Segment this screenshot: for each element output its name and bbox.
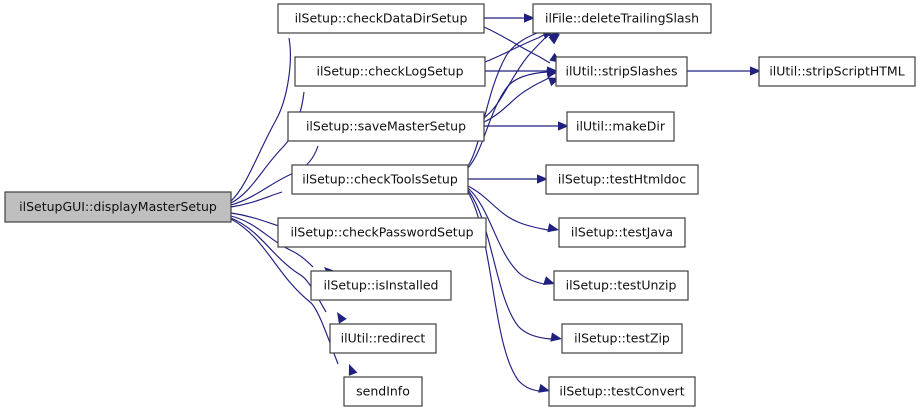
edge-root-to-checkToolsSetup <box>230 191 283 208</box>
node-box-checkDataDirSetup[interactable] <box>277 3 485 34</box>
arrowhead <box>537 174 548 184</box>
node-label-sendInfo: sendInfo <box>356 384 410 399</box>
arrowhead <box>558 121 569 131</box>
node-box-root[interactable] <box>4 191 232 223</box>
node-label-isInstalled: ilSetup::isInstalled <box>324 278 439 293</box>
node-box-testUnzip[interactable] <box>553 270 689 301</box>
node-label-saveMasterSetup: ilSetup::saveMasterSetup <box>306 119 466 134</box>
nodes-layer: ilSetupGUI::displayMasterSetupilSetup::c… <box>4 3 916 407</box>
arrowhead <box>547 223 559 233</box>
node-testHtmldoc[interactable]: ilSetup::testHtmldoc <box>545 164 699 195</box>
node-label-checkToolsSetup: ilSetup::checkToolsSetup <box>302 172 458 187</box>
node-checkPasswordSetup[interactable]: ilSetup::checkPasswordSetup <box>277 217 487 248</box>
node-deleteTrailingSlash[interactable]: ilFile::deleteTrailingSlash <box>532 3 712 34</box>
node-box-isInstalled[interactable] <box>310 270 452 301</box>
node-isInstalled[interactable]: ilSetup::isInstalled <box>310 270 452 301</box>
node-label-makeDir: ilUtil::makeDir <box>576 119 666 134</box>
edge-root-to-isInstalled <box>230 215 314 268</box>
node-testZip[interactable]: ilSetup::testZip <box>561 323 683 354</box>
edge-root-to-checkLogSetup <box>230 91 305 204</box>
node-box-stripScriptHTML[interactable] <box>758 56 916 87</box>
edge-saveMasterSetup-to-deleteTrailingSlash <box>483 33 550 119</box>
node-checkDataDirSetup[interactable]: ilSetup::checkDataDirSetup <box>277 3 485 34</box>
edge-checkToolsSetup-to-deleteTrailingSlash <box>467 30 544 167</box>
arrowhead <box>750 66 761 76</box>
node-label-redirect: ilUtil::redirect <box>341 331 426 346</box>
node-makeDir[interactable]: ilUtil::makeDir <box>566 111 675 142</box>
node-root[interactable]: ilSetupGUI::displayMasterSetup <box>4 191 232 223</box>
node-box-sendInfo[interactable] <box>343 376 423 407</box>
edge-checkLogSetup-to-deleteTrailingSlash <box>484 31 550 63</box>
node-box-redirect[interactable] <box>329 323 437 354</box>
edge-checkToolsSetup-to-testZip <box>467 189 552 340</box>
arrowhead <box>550 332 562 342</box>
node-box-testJava[interactable] <box>558 217 686 248</box>
node-stripSlashes[interactable]: ilUtil::stripSlashes <box>555 56 688 87</box>
node-stripScriptHTML[interactable]: ilUtil::stripScriptHTML <box>758 56 916 87</box>
node-label-checkLogSetup: ilSetup::checkLogSetup <box>316 64 463 79</box>
edge-saveMasterSetup-to-stripSlashes <box>483 77 550 123</box>
node-checkLogSetup[interactable]: ilSetup::checkLogSetup <box>294 56 486 87</box>
node-box-deleteTrailingSlash[interactable] <box>532 3 712 34</box>
node-label-stripSlashes: ilUtil::stripSlashes <box>565 64 677 79</box>
arrowhead <box>543 276 555 285</box>
node-box-testZip[interactable] <box>561 323 683 354</box>
edge-root-to-sendInfo <box>230 218 339 365</box>
arrowhead <box>337 312 347 324</box>
node-box-checkPasswordSetup[interactable] <box>277 217 487 248</box>
arrowhead <box>348 364 358 376</box>
node-box-testConvert[interactable] <box>548 376 696 407</box>
node-box-makeDir[interactable] <box>566 111 675 142</box>
node-testJava[interactable]: ilSetup::testJava <box>558 217 686 248</box>
node-saveMasterSetup[interactable]: ilSetup::saveMasterSetup <box>287 111 485 142</box>
node-box-checkToolsSetup[interactable] <box>291 164 469 195</box>
edge-root-to-checkDataDirSetup <box>230 37 291 202</box>
arrowhead <box>546 68 558 79</box>
node-box-checkLogSetup[interactable] <box>294 56 486 87</box>
arrowhead <box>524 13 535 23</box>
node-label-testJava: ilSetup::testJava <box>571 225 673 240</box>
arrowhead <box>538 383 550 393</box>
node-redirect[interactable]: ilUtil::redirect <box>329 323 437 354</box>
node-label-stripScriptHTML: ilUtil::stripScriptHTML <box>769 64 904 79</box>
node-box-stripSlashes[interactable] <box>555 56 688 87</box>
node-testConvert[interactable]: ilSetup::testConvert <box>548 376 696 407</box>
edges-layer <box>230 17 750 392</box>
node-label-testHtmldoc: ilSetup::testHtmldoc <box>558 172 686 187</box>
edge-checkToolsSetup-to-stripSlashes <box>467 71 548 169</box>
node-label-testConvert: ilSetup::testConvert <box>559 384 684 399</box>
node-sendInfo[interactable]: sendInfo <box>343 376 423 407</box>
node-label-testZip: ilSetup::testZip <box>574 331 670 346</box>
edge-checkToolsSetup-to-testUnzip <box>467 187 545 285</box>
node-box-saveMasterSetup[interactable] <box>287 111 485 142</box>
node-label-testUnzip: ilSetup::testUnzip <box>566 278 677 293</box>
node-label-checkDataDirSetup: ilSetup::checkDataDirSetup <box>295 11 468 26</box>
arrowhead <box>548 34 560 45</box>
edge-root-to-checkPasswordSetup <box>230 212 283 228</box>
node-label-root: ilSetupGUI::displayMasterSetup <box>19 199 217 214</box>
node-testUnzip[interactable]: ilSetup::testUnzip <box>553 270 689 301</box>
node-label-checkPasswordSetup: ilSetup::checkPasswordSetup <box>290 225 473 240</box>
edge-checkDataDirSetup-to-stripSlashes <box>483 26 551 64</box>
edge-checkToolsSetup-to-testJava <box>467 185 549 231</box>
node-checkToolsSetup[interactable]: ilSetup::checkToolsSetup <box>291 164 469 195</box>
node-box-testHtmldoc[interactable] <box>545 164 699 195</box>
node-label-deleteTrailingSlash: ilFile::deleteTrailingSlash <box>545 11 699 26</box>
